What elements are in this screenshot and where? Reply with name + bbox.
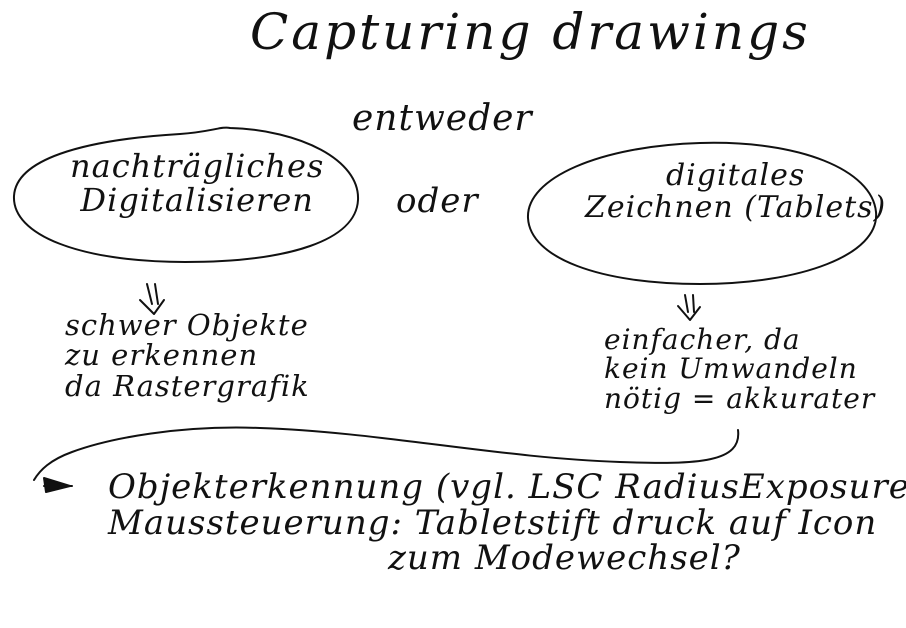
connector-or-label: oder	[396, 181, 479, 221]
bottom-notes: Objekterkennung (vgl. LSC RadiusExposure…	[108, 467, 906, 579]
right-consequence-line1: einfacher, da	[604, 323, 801, 356]
bottom-note-line3: zum Modewechsel?	[388, 538, 741, 579]
right-option-oval	[526, 141, 878, 285]
left-consequence-line1: schwer Objekte	[65, 308, 309, 342]
left-option-text: nachträgliches Digitalisieren	[70, 147, 325, 219]
connector-either-label: entweder	[352, 98, 533, 139]
right-consequence-line3: nötig = akkurater	[604, 381, 876, 415]
bottom-note-line1: Objekterkennung (vgl. LSC RadiusExposure…	[108, 467, 906, 507]
left-option-oval	[12, 126, 360, 263]
left-down-arrow	[139, 283, 165, 315]
right-consequence: einfacher, da kein Umwandeln nötig = akk…	[604, 323, 876, 415]
page-title: Capturing drawings	[250, 3, 811, 61]
right-down-arrow	[677, 294, 701, 321]
left-option-line2: Digitalisieren	[80, 180, 314, 219]
left-consequence-line2: zu erkennen	[65, 338, 259, 373]
right-option-line1: digitales	[665, 158, 806, 193]
left-consequence-line3: da Rastergrafik	[65, 368, 310, 403]
bullet-arrowhead	[43, 477, 73, 493]
left-option-line1: nachträgliches	[70, 147, 325, 185]
curved-return-arrow	[33, 426, 740, 481]
right-consequence-line2: kein Umwandeln	[604, 352, 858, 386]
bottom-note-line2: Maussteuerung: Tabletstift druck auf Ico…	[108, 502, 878, 543]
right-option-line2: Zeichnen (Tablets)	[585, 189, 887, 225]
left-consequence: schwer Objekte zu erkennen da Rastergraf…	[65, 308, 310, 403]
right-option-text: digitales Zeichnen (Tablets)	[585, 160, 886, 223]
